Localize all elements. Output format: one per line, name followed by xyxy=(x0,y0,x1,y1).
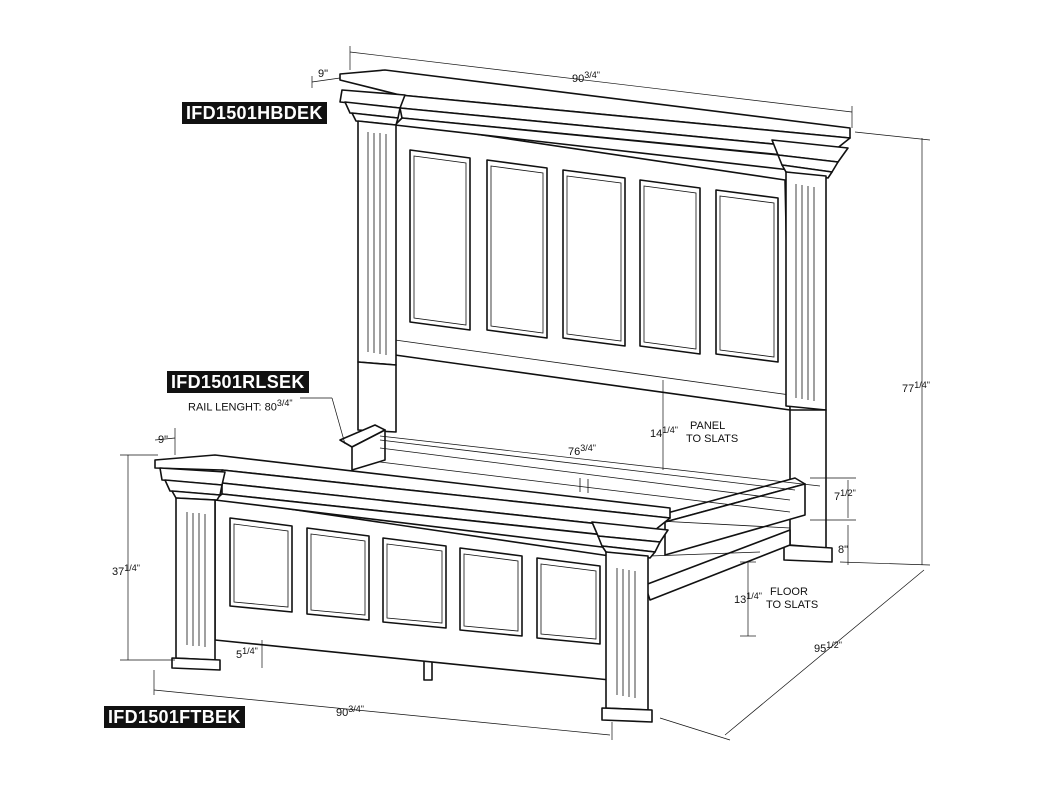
panel-to-slats-note-1: PANEL xyxy=(690,420,725,432)
floor-to-slats-label: 131/4" xyxy=(734,591,762,606)
rail-length-value: 80 xyxy=(264,401,277,414)
rails-code-tag: IFD1501RLSEK xyxy=(167,371,309,393)
fb-width-label: 903/4" xyxy=(336,704,364,719)
footboard xyxy=(154,454,671,723)
rail-floor-gap-label: 8" xyxy=(838,544,848,556)
footboard-code-tag: IFD1501FTBEK xyxy=(104,706,245,728)
hb-width-label: 903/4" xyxy=(572,70,600,85)
overall-length-label: 951/2" xyxy=(814,640,842,655)
hb-height-label: 771/4" xyxy=(902,380,930,395)
inner-width-label: 763/4" xyxy=(568,443,596,458)
fb-leg-label: 51/4" xyxy=(236,646,258,661)
floor-to-slats-note-2: TO SLATS xyxy=(766,599,818,611)
panel-to-slats-note-2: TO SLATS xyxy=(686,433,738,445)
hb-depth-label: 9" xyxy=(318,68,328,80)
panel-to-slats-label: 141/4" xyxy=(650,425,678,440)
fb-height-label: 371/4" xyxy=(112,563,140,578)
fb-depth-label: 9" xyxy=(158,434,168,446)
dimension-labels: 9" 903/4" 771/4" 141/4" PANEL TO SLATS 7… xyxy=(112,68,930,719)
rail-height-label: 71/2" xyxy=(834,488,856,503)
headboard-code-tag: IFD1501HBDEK xyxy=(182,102,327,124)
floor-to-slats-note-1: FLOOR xyxy=(770,586,808,598)
headboard-panels xyxy=(409,149,779,363)
footboard-panels xyxy=(229,517,601,645)
rail-length-note: RAIL LENGHT: 803/4" xyxy=(188,398,293,414)
rail-length-label: RAIL LENGHT: xyxy=(188,401,262,414)
rail-length-frac: 3/4" xyxy=(276,398,293,408)
dimension-lines xyxy=(120,46,931,741)
